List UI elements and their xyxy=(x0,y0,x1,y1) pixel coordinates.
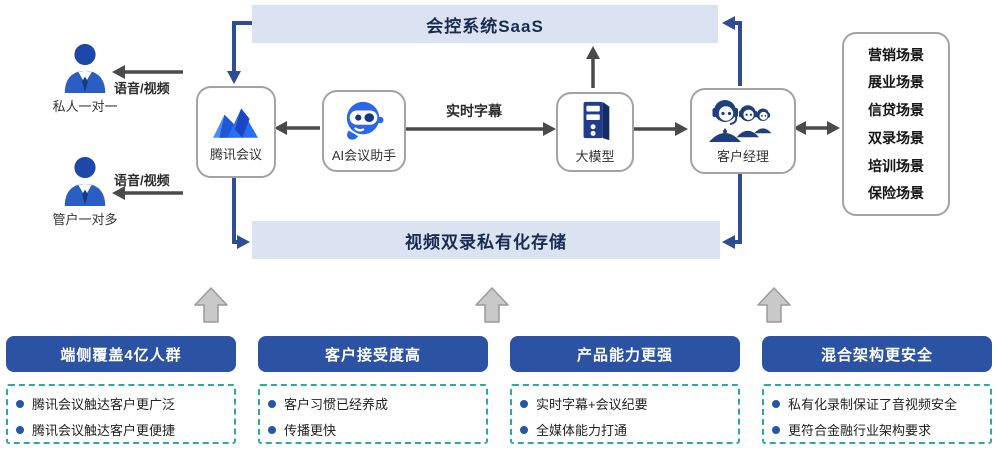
benefit-title: 产品能力更强 xyxy=(510,336,740,372)
bullet-dot-icon xyxy=(520,399,528,408)
benefit-item: 腾讯会议触达客户更便捷 xyxy=(16,420,226,439)
scenario-item: 培训场景 xyxy=(868,157,924,174)
benefit-item-text: 腾讯会议触达客户更广泛 xyxy=(32,397,176,412)
benefit-item: 全媒体能力打通 xyxy=(520,420,730,439)
arrow-manager-to-saas xyxy=(722,16,742,86)
arrow-ai-to-tencent xyxy=(274,121,320,135)
benefit-column-acceptance: 客户接受度高 客户习惯已经养成 传播更快 xyxy=(258,336,488,444)
user-private-one-to-one: 私人一对一 xyxy=(43,42,127,115)
benefit-items-box: 私有化录制保证了音视频安全 更符合金融行业架构要求 xyxy=(762,384,992,444)
agent-main xyxy=(709,99,741,142)
benefit-item-text: 全媒体能力打通 xyxy=(536,423,628,438)
benefit-item: 传播更快 xyxy=(268,420,478,439)
persona-label: 私人一对一 xyxy=(52,99,118,114)
bullet-dot-icon xyxy=(268,399,276,408)
node-label: 大模型 xyxy=(575,148,615,164)
benefit-item-text: 更符合金融行业架构要求 xyxy=(788,423,932,438)
scenario-item: 营销场景 xyxy=(868,46,924,63)
benefit-item-text: 私有化录制保证了音视频安全 xyxy=(788,397,958,412)
node-customer-manager: 客户经理 xyxy=(690,88,796,174)
persona-label: 管户一对多 xyxy=(52,212,118,227)
node-label: 客户经理 xyxy=(716,148,769,164)
bullet-dot-icon xyxy=(772,399,780,408)
block-up-arrows xyxy=(194,287,791,323)
scenario-list: 营销场景 展业场景 信贷场景 双录场景 培训场景 保险场景 xyxy=(842,32,950,216)
benefit-column-capability: 产品能力更强 实时字幕+会议纪要 全媒体能力打通 xyxy=(510,336,740,444)
user-account-one-to-many: 管户一对多 xyxy=(43,155,127,228)
saas-bar: 会控系统SaaS xyxy=(252,5,718,43)
arrow-model-to-saas xyxy=(586,46,600,88)
voice-video-label-top: 语音/视频 xyxy=(114,81,170,96)
customer-manager-icon xyxy=(709,99,772,142)
benefit-item: 私有化录制保证了音视频安全 xyxy=(772,394,982,413)
arrow-manager-scenarios-bidir xyxy=(793,121,840,135)
benefit-items-box: 客户习惯已经养成 传播更快 xyxy=(258,384,488,444)
benefit-item: 客户习惯已经养成 xyxy=(268,394,478,413)
scenario-item: 保险场景 xyxy=(868,185,924,202)
agent-mid xyxy=(736,104,759,137)
bullet-dot-icon xyxy=(520,425,528,434)
benefit-item: 更符合金融行业架构要求 xyxy=(772,420,982,439)
benefit-column-security: 混合架构更安全 私有化录制保证了音视频安全 更符合金融行业架构要求 xyxy=(762,336,992,444)
server-icon xyxy=(583,101,610,140)
benefit-title: 混合架构更安全 xyxy=(762,336,992,372)
node-large-model: 大模型 xyxy=(556,92,634,172)
arrow-saas-to-tencent xyxy=(227,21,252,84)
agent-small xyxy=(754,107,772,133)
node-label: AI会议助手 xyxy=(331,147,397,163)
person-icon xyxy=(64,156,106,207)
node-tencent-meeting: 腾讯会议 xyxy=(196,86,276,178)
bullet-dot-icon xyxy=(772,425,780,434)
tencent-meeting-icon xyxy=(213,107,258,138)
scenario-item: 信贷场景 xyxy=(868,102,924,119)
realtime-caption-label: 实时字幕 xyxy=(446,103,502,119)
arrow-model-to-manager xyxy=(634,122,688,136)
benefit-items-box: 实时字幕+会议纪要 全媒体能力打通 xyxy=(510,384,740,444)
benefit-title: 客户接受度高 xyxy=(258,336,488,372)
node-label: 腾讯会议 xyxy=(209,146,262,162)
person-icon xyxy=(64,43,106,94)
node-ai-assistant: AI会议助手 xyxy=(322,90,406,172)
scenario-item: 展业场景 xyxy=(868,74,924,91)
arrow-manager-to-storage xyxy=(722,172,742,249)
bullet-dot-icon xyxy=(268,425,276,434)
benefit-item: 腾讯会议触达客户更广泛 xyxy=(16,394,226,413)
arrow-tencent-to-storage xyxy=(232,176,250,249)
ai-assistant-icon xyxy=(346,101,384,140)
voice-video-label-bottom: 语音/视频 xyxy=(114,173,170,188)
arrow-ai-to-model xyxy=(404,122,556,136)
benefit-item-text: 腾讯会议触达客户更便捷 xyxy=(32,423,176,438)
benefit-items-box: 腾讯会议触达客户更广泛 腾讯会议触达客户更便捷 xyxy=(6,384,236,444)
benefit-item-text: 传播更快 xyxy=(284,423,337,438)
benefit-column-coverage: 端侧覆盖4亿人群 腾讯会议触达客户更广泛 腾讯会议触达客户更便捷 xyxy=(6,336,236,444)
benefit-item: 实时字幕+会议纪要 xyxy=(520,394,730,413)
bullet-dot-icon xyxy=(16,399,24,408)
scenario-item: 双录场景 xyxy=(868,129,924,146)
storage-bar: 视频双录私有化存储 xyxy=(252,221,720,259)
benefit-item-text: 实时字幕+会议纪要 xyxy=(536,397,648,412)
bullet-dot-icon xyxy=(16,425,24,434)
benefit-item-text: 客户习惯已经养成 xyxy=(284,397,389,412)
benefit-title: 端侧覆盖4亿人群 xyxy=(6,336,236,372)
